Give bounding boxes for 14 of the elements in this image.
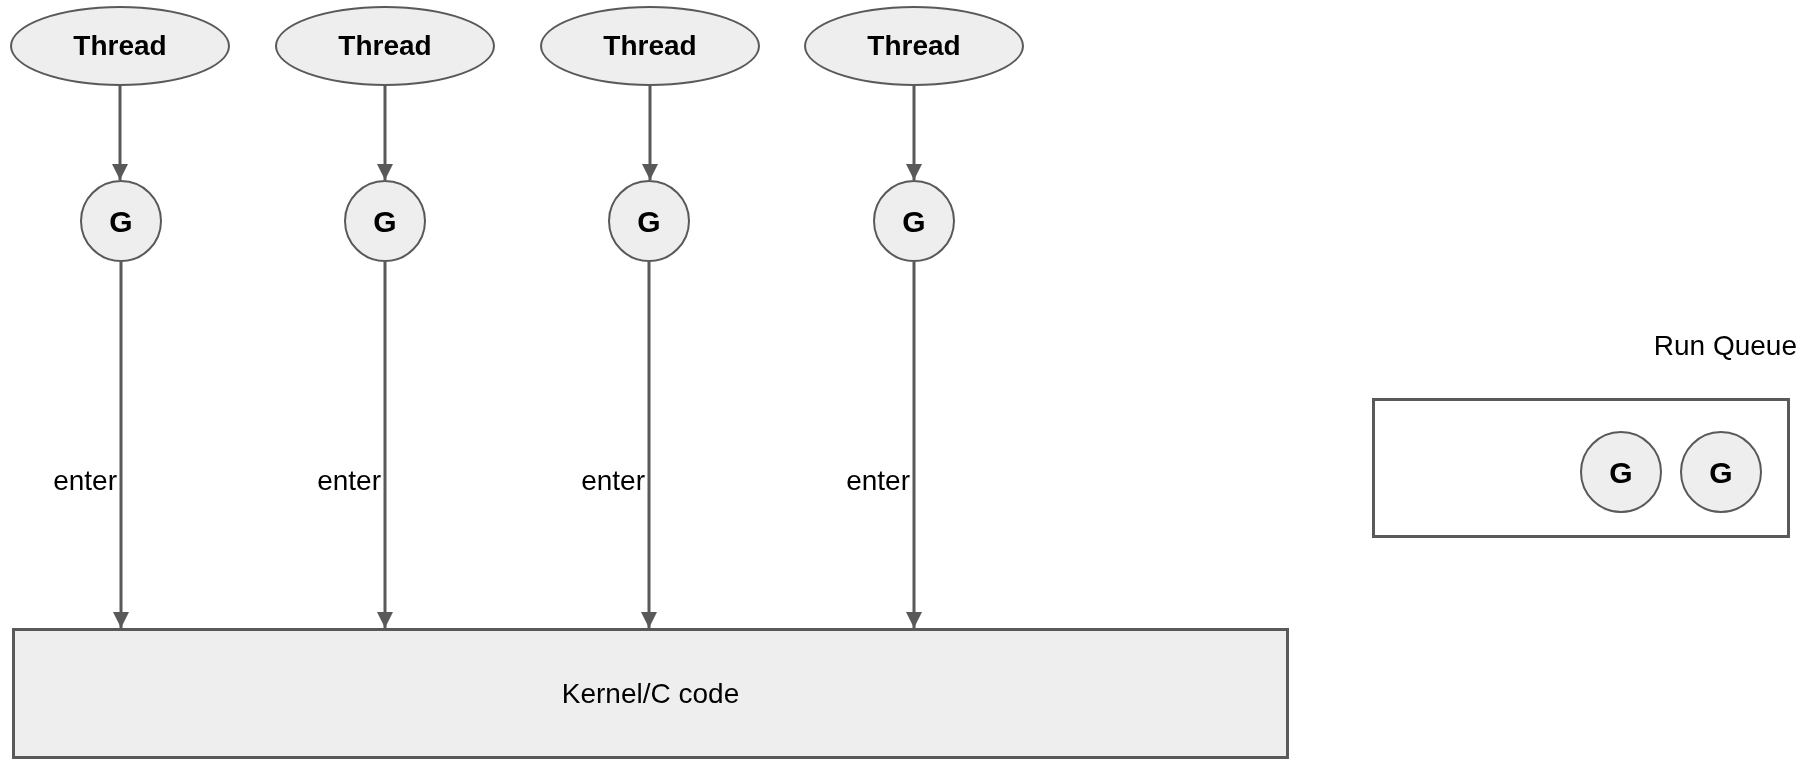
arrow bbox=[377, 86, 393, 180]
queue-heading: Run Queue bbox=[1653, 332, 1797, 363]
arrow bbox=[642, 86, 658, 180]
thread-ellipse: Thread bbox=[275, 6, 495, 86]
thread-ellipse: Thread bbox=[10, 6, 230, 86]
arrow bbox=[112, 86, 128, 180]
arrow bbox=[906, 262, 922, 628]
arrow bbox=[377, 262, 393, 628]
arrow bbox=[113, 262, 129, 628]
arrow bbox=[641, 262, 657, 628]
thread-ellipse: Thread bbox=[804, 6, 1024, 86]
arrow bbox=[906, 86, 922, 180]
kernel-box: Kernel/C code bbox=[12, 628, 1289, 759]
thread-ellipse: Thread bbox=[540, 6, 760, 86]
